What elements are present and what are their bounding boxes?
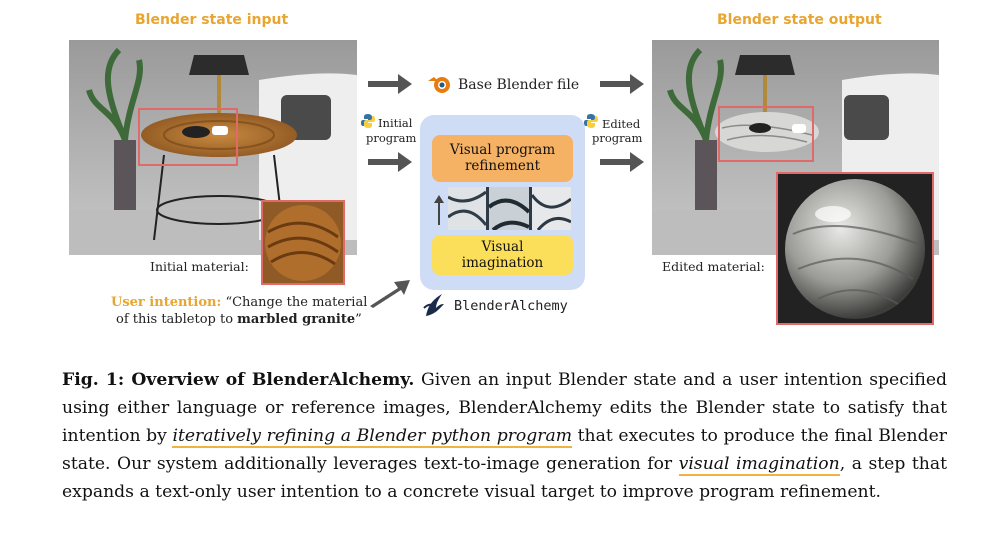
initial-program-line2: program <box>366 131 417 145</box>
user-intention-line2: of this tabletop to marbled granite” <box>116 312 362 327</box>
refinement-line1: Visual program <box>449 142 556 158</box>
initial-program-label: Initial <box>378 117 412 130</box>
arrow-right-icon <box>600 152 644 172</box>
caption-highlight-visual-imagination: visual imagination <box>678 454 840 476</box>
user-intention-line1: User intention: “Change the material <box>111 295 367 310</box>
blenderalchemy-logo-icon <box>423 294 444 316</box>
initial-material-label: Initial material: <box>150 259 249 274</box>
blenderalchemy-label: BlenderAlchemy <box>454 298 568 314</box>
imagination-line2: imagination <box>461 255 544 271</box>
output-title: Blender state output <box>717 12 882 28</box>
user-intention-text-line1: “Change the material <box>225 295 368 310</box>
marble-samples-strip <box>447 187 572 232</box>
caption-part3: , a step that expands a text-only user i… <box>62 454 948 502</box>
blender-logo-icon <box>428 77 450 93</box>
initial-program-line1: Initial <box>378 116 413 130</box>
visual-imagination-block: Visual imagination <box>432 235 573 275</box>
user-intention-end: ” <box>355 312 362 327</box>
initial-material-swatch <box>261 200 345 285</box>
python-logo-icon <box>584 114 598 128</box>
arrow-up-icon <box>434 195 444 225</box>
arrow-right-icon <box>368 74 412 94</box>
figure-caption: Fig. 1: Overview of BlenderAlchemy. Give… <box>62 366 947 506</box>
python-logo-icon <box>361 114 375 128</box>
input-title: Blender state input <box>135 12 289 28</box>
refinement-line2: refinement <box>464 158 541 174</box>
arrow-right-icon <box>368 152 412 172</box>
output-tabletop-highlight <box>718 106 814 162</box>
visual-program-refinement-block: Visual program refinement <box>432 135 573 182</box>
edited-program-line2: program <box>592 131 643 145</box>
caption-label: Fig. 1: Overview of BlenderAlchemy. <box>62 370 415 390</box>
caption-part2: that executes to produce the final Blend… <box>62 426 947 474</box>
user-intention-text-line2: of this tabletop to <box>116 312 238 327</box>
arrow-diagonal-icon <box>370 280 410 308</box>
edited-material-swatch <box>776 172 934 325</box>
blenderalchemy-panel: Visual program refinement Visual imagina… <box>420 115 585 290</box>
edited-program-line1: Edited <box>602 117 641 131</box>
input-tabletop-highlight <box>138 108 238 166</box>
base-blender-file-label: Base Blender file <box>458 77 580 93</box>
caption-part1: Given an input Blender state and a user … <box>62 370 947 446</box>
user-intention-bold: marbled granite <box>237 312 356 327</box>
caption-highlight-program-refinement: iteratively refining a Blender python pr… <box>172 426 573 448</box>
arrow-right-icon <box>600 74 644 94</box>
imagination-line1: Visual <box>481 239 524 255</box>
user-intention-prefix: User intention: <box>111 295 222 310</box>
edited-material-label: Edited material: <box>662 259 765 274</box>
